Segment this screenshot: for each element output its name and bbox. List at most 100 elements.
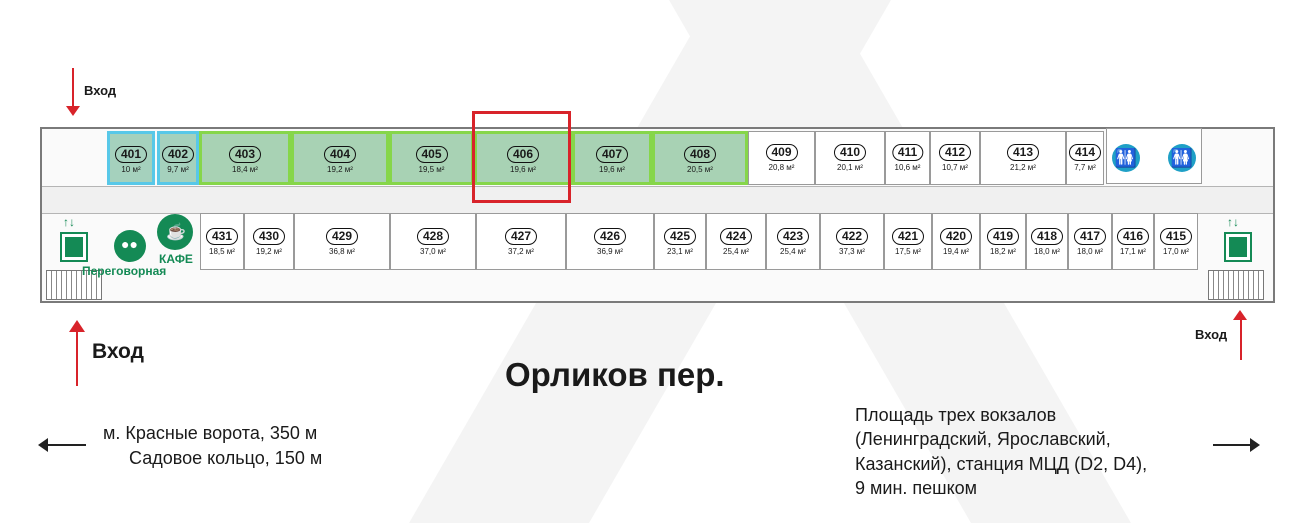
meeting-room-icon [114,230,146,262]
entrance-label-bottom-left: Вход [92,340,144,363]
room-number: 412 [938,144,972,161]
top-room-405[interactable]: 405 19,5 м² [389,131,474,185]
room-area: 36,9 м² [597,246,623,256]
room-number: 414 [1068,144,1102,161]
direction-right-line1: Площадь трех вокзалов [855,405,1057,425]
room-number: 407 [595,146,629,163]
room-number: 429 [325,227,359,245]
elevator-arrows-icon: ↑↓ [63,215,75,229]
direction-arrow-right [1213,444,1253,446]
room-number: 426 [593,227,627,245]
room-area: 19,5 м² [418,165,445,174]
entrance-arrow-down [72,68,74,112]
room-area: 19,6 м² [599,165,625,174]
room-area: 20,1 м² [837,163,863,172]
direction-arrow-left [44,444,86,446]
room-area: 19,6 м² [510,165,536,174]
arrow-head-up-icon [1233,310,1247,320]
room-number: 406 [506,146,540,163]
wc-icon: 🚻 [1168,144,1196,172]
room-number: 404 [323,146,357,163]
room-number: 420 [939,227,973,245]
room-area: 36,8 м² [329,246,355,256]
top-room-406[interactable]: 406 19,6 м² [474,131,572,185]
room-area: 18,5 м² [209,246,235,256]
room-number: 424 [719,227,753,245]
street-name: Орликов пер. [505,356,725,393]
room-number: 430 [252,227,286,245]
room-area: 10,7 м² [942,163,968,172]
top-room-407[interactable]: 407 19,6 м² [572,131,652,185]
room-number: 405 [415,146,448,163]
room-area: 18,2 м² [990,246,1016,256]
room-number: 427 [504,227,538,245]
room-area: 19,4 м² [943,246,969,256]
room-number: 418 [1030,227,1064,245]
room-area: 10,6 м² [894,163,921,172]
top-room-412[interactable]: 412 10,7 м² [930,131,980,185]
stairs-right [1208,270,1264,300]
top-room-409[interactable]: 409 20,8 м² [748,131,815,185]
selected-office-highlight [472,111,571,203]
room-number: 419 [986,227,1020,245]
meeting-room-label: Переговорная [82,264,167,278]
top-room-410[interactable]: 410 20,1 м² [815,131,885,185]
room-area: 17,1 м² [1120,246,1146,256]
room-number: 403 [228,146,262,163]
top-room-402[interactable]: 402 9,7 м² [157,131,199,185]
entrance-arrow-up [76,330,78,386]
room-area: 21,2 м² [1010,163,1036,172]
room-area: 23,1 м² [667,246,693,256]
elevator-icon-right [1224,232,1252,262]
room-number: 421 [891,227,925,245]
room-area: 18,0 м² [1077,246,1103,256]
room-area: 37,0 м² [420,246,446,256]
corridor [42,186,1273,214]
room-number: 409 [765,144,798,161]
room-area: 9,7 м² [167,165,189,174]
elevator-arrows-icon: ↑↓ [1227,215,1239,229]
direction-right-line3: Казанский), станция МЦД (D2, D4), [855,454,1148,474]
top-room-413[interactable]: 413 21,2 м² [980,131,1066,185]
room-number: 417 [1073,227,1107,245]
arrow-head-right-icon [1250,438,1260,452]
people-icon: ●● [121,236,138,252]
room-number: 413 [1006,144,1040,161]
room-number: 402 [161,146,195,163]
room-number: 425 [663,227,697,245]
room-number: 415 [1159,227,1193,245]
room-area: 20,8 м² [768,163,795,172]
arrow-head-up-icon [69,320,85,332]
room-number: 410 [833,144,867,161]
wc-icon: 🚻 [1112,144,1140,172]
room-area: 25,4 м² [780,246,806,256]
room-number: 422 [835,227,869,245]
room-area: 20,5 м² [687,165,713,174]
elevator-icon-left [60,232,88,262]
room-number: 401 [114,146,148,163]
cup-icon: ☕ [166,224,186,241]
